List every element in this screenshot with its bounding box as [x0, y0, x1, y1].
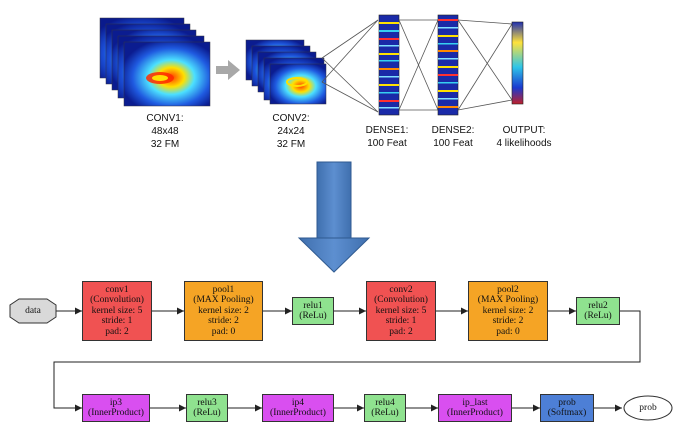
- data-node-shape: [9, 298, 57, 324]
- ip3-node: ip3 (InnerProduct): [82, 394, 150, 422]
- ip4-node: ip4 (InnerProduct): [262, 394, 334, 422]
- relu2-node: relu2 (ReLu): [576, 297, 620, 325]
- softmax-node: prob (Softmax): [540, 394, 594, 422]
- pool1-node: pool1 (MAX Pooling) kernel size: 2 strid…: [184, 281, 263, 341]
- conv2-label: CONV2: 24x24 32 FM: [272, 113, 310, 150]
- conv2-feature-maps: [245, 39, 327, 105]
- conv1-feature-maps: [99, 17, 211, 107]
- graph-arrowheads: [75, 307, 622, 412]
- relu1-node: relu1 (ReLu): [292, 297, 334, 325]
- conv2-dense1-connections: [321, 19, 379, 113]
- relu4-node: relu4 (ReLu): [364, 394, 406, 422]
- dense2-label: DENSE2: 100 Feat: [431, 125, 475, 149]
- ip-last-node: ip_last (InnerProduct): [438, 394, 512, 422]
- dense1-bar: [378, 14, 400, 116]
- conv1-label: CONV1: 48x48 32 FM: [146, 113, 184, 150]
- big-down-arrow: [297, 161, 371, 273]
- dense1-dense2-connections: [398, 19, 439, 111]
- relu3-node: relu3 (ReLu): [186, 394, 228, 422]
- conv2-node: conv2 (Convolution) kernel size: 5 strid…: [366, 281, 436, 341]
- data-node: data: [25, 305, 41, 316]
- output-bar: [511, 21, 524, 105]
- conv1-node: conv1 (Convolution) kernel size: 5 strid…: [82, 281, 152, 341]
- output-label: OUTPUT: 4 likelihoods: [496, 125, 552, 149]
- prob-output-shape: [623, 395, 673, 421]
- transition-arrow: [216, 60, 240, 80]
- dense2-bar: [437, 14, 459, 116]
- pool2-node: pool2 (MAX Pooling) kernel size: 2 strid…: [468, 281, 548, 341]
- dense1-label: DENSE1: 100 Feat: [365, 125, 409, 149]
- dense2-output-connections: [457, 19, 513, 111]
- prob-output-node: prob: [639, 402, 657, 413]
